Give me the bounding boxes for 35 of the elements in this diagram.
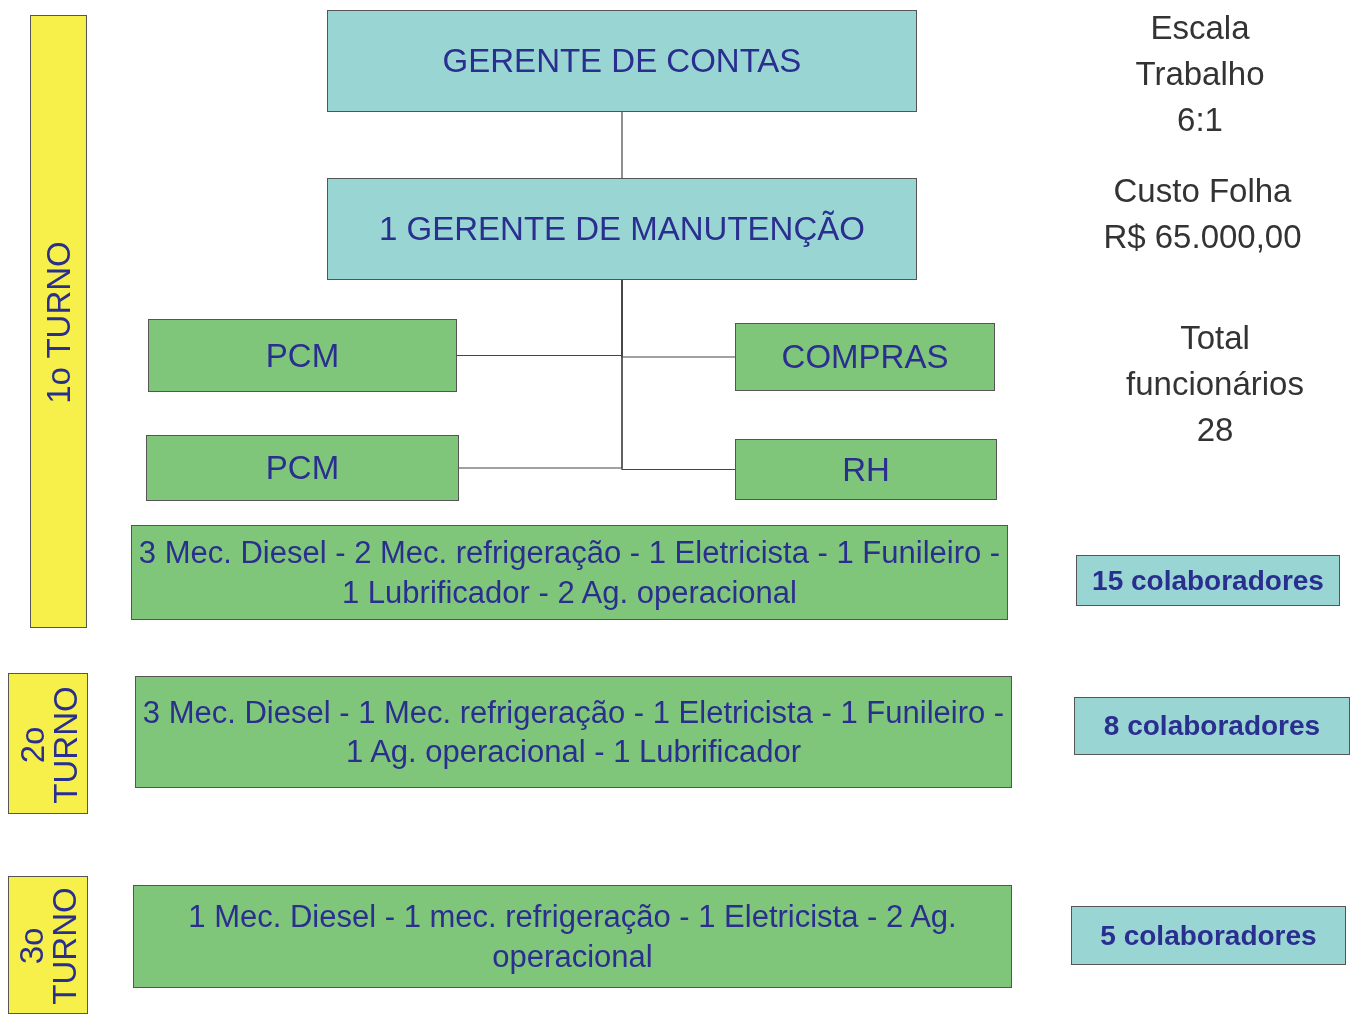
team-box xyxy=(133,885,1012,988)
manager-box xyxy=(327,178,917,280)
info-note: Total funcionários 28 xyxy=(1125,318,1305,450)
shift-label xyxy=(8,673,88,814)
department-title: PCM xyxy=(264,335,341,376)
shift-label xyxy=(30,15,87,628)
team-description: 1 Mec. Diesel - 1 mec. refrigeração - 1 Eletricista - 2 Ag. operacional xyxy=(187,898,958,976)
team-description: 3 Mec. Diesel - 2 Mec. refrigeração - 1 Eletricista - 1 Funileiro - 1 Lubrificador - 2 Ag. operacional xyxy=(137,534,1002,612)
info-note: Custo Folha R$ 65.000,00 xyxy=(1102,171,1303,257)
manager-box xyxy=(327,10,917,112)
connector-line xyxy=(621,279,736,471)
team-description: 3 Mec. Diesel - 1 Mec. refrigeração - 1 Eletricista - 1 Funileiro - 1 Ag. operacional - 1 Lubrificador xyxy=(141,693,1006,771)
headcount-box xyxy=(1076,555,1340,606)
role-title: GERENTE DE CONTAS xyxy=(441,41,803,82)
shift-label xyxy=(8,876,88,1014)
role-title: 1 GERENTE DE MANUTENÇÃO xyxy=(378,209,866,250)
department-box xyxy=(735,439,997,500)
info-note: Escala Trabalho 6:1 xyxy=(1134,8,1266,140)
department-title: COMPRAS xyxy=(780,337,950,378)
shift-title: 3o TURNO xyxy=(15,886,81,1007)
department-title: PCM xyxy=(264,448,341,489)
headcount-box xyxy=(1074,697,1350,755)
team-box xyxy=(135,676,1012,788)
headcount-text: 5 colaboradores xyxy=(1099,918,1318,953)
headcount-box xyxy=(1071,906,1346,965)
headcount-text: 8 colaboradores xyxy=(1102,709,1322,744)
headcount-text: 15 colaboradores xyxy=(1091,563,1325,598)
department-box xyxy=(148,319,457,392)
shift-title: 1o TURNO xyxy=(42,240,75,406)
team-box xyxy=(131,525,1008,620)
shift-title: 2o TURNO xyxy=(15,684,81,806)
department-box xyxy=(735,323,995,391)
department-box xyxy=(146,435,459,501)
department-title: RH xyxy=(841,449,891,490)
connector-line xyxy=(621,111,623,179)
